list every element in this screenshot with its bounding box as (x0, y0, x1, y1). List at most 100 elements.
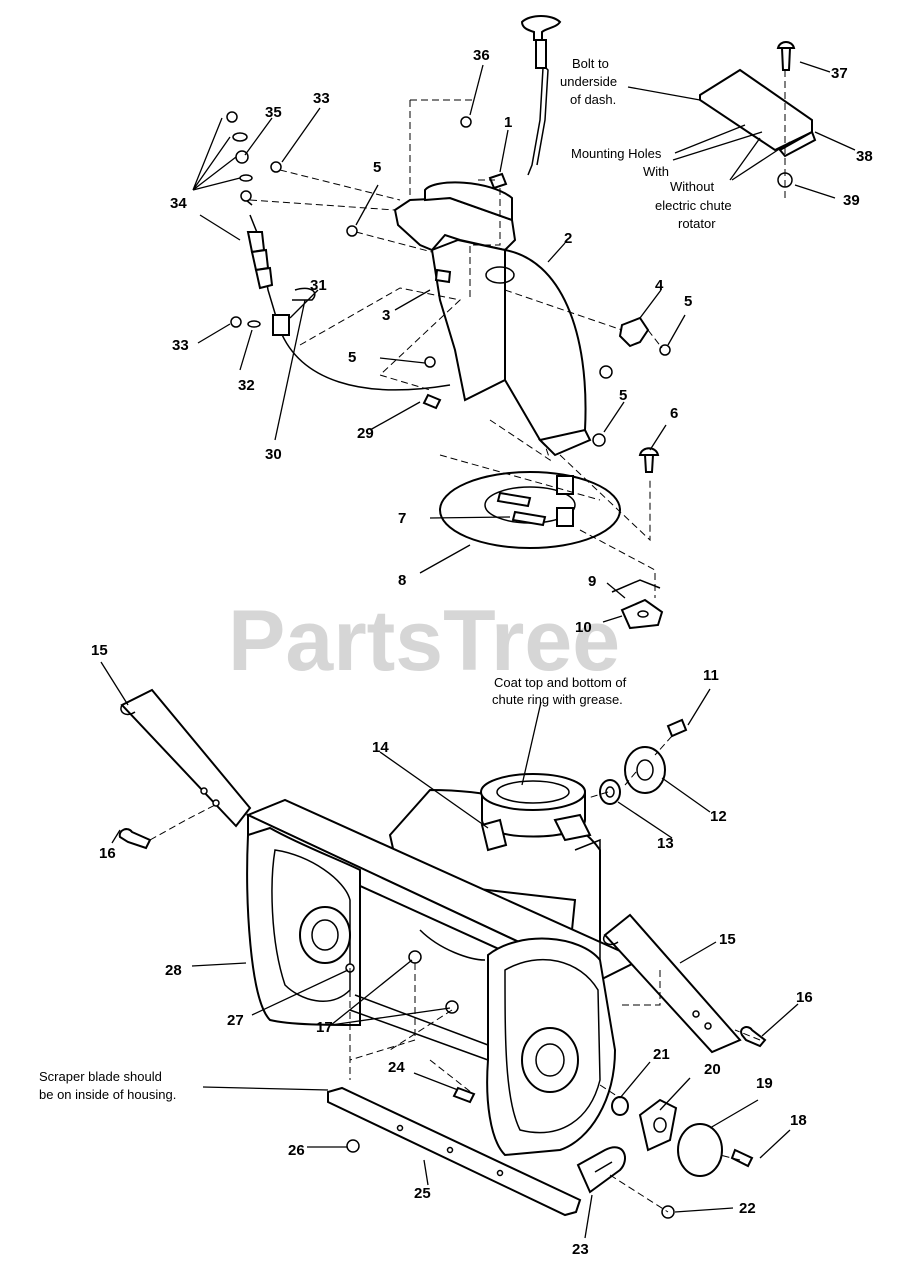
callout-24: 24 (388, 1059, 405, 1076)
note-mounting-holes: With (643, 164, 669, 179)
chute-keeper (611, 579, 664, 630)
washer (247, 320, 261, 328)
callout-9: 9 (588, 573, 596, 590)
hex-nut (270, 161, 282, 173)
hex-nut (424, 356, 436, 368)
chute-deflector (393, 181, 517, 402)
callout-35: 35 (265, 104, 282, 121)
skid-shoe (576, 1146, 626, 1194)
assembly-lines-upper (249, 70, 786, 598)
callout-27: 27 (227, 1012, 244, 1029)
hex-nut (346, 1139, 360, 1153)
bolt (422, 393, 442, 410)
chute-crank (520, 15, 562, 176)
callout-5: 5 (373, 159, 381, 176)
note-bolt-dash: Bolt to (572, 56, 609, 71)
bearing-flange-lower (611, 1096, 723, 1177)
callout-33: 33 (313, 90, 330, 107)
callout-25: 25 (414, 1185, 431, 1202)
note-without-rotator: electric chute (655, 198, 732, 213)
callout-15: 15 (719, 931, 736, 948)
callout-32: 32 (238, 377, 255, 394)
bolt-hole (704, 1022, 712, 1030)
callout-33: 33 (172, 337, 189, 354)
wing-knob (618, 316, 650, 348)
callout-21: 21 (653, 1046, 670, 1063)
callout-labels: 36 1 2 3 4 5 5 5 5 6 7 8 9 10 37 38 39 3… (91, 47, 873, 1258)
bearing-flange-upper (599, 746, 666, 805)
callout-23: 23 (572, 1241, 589, 1258)
cable-clip (292, 287, 316, 301)
callout-34: 34 (170, 195, 187, 212)
bolt (434, 268, 452, 284)
note-mounting-holes: Mounting Holes (571, 146, 662, 161)
callout-8: 8 (398, 572, 406, 589)
bolt-hole (396, 1124, 404, 1132)
callout-29: 29 (357, 425, 374, 442)
callout-38: 38 (856, 148, 873, 165)
callout-17: 17 (316, 1019, 333, 1036)
control-cable (245, 199, 451, 391)
washer (232, 132, 248, 142)
callout-3: 3 (382, 307, 390, 324)
callout-5: 5 (619, 387, 627, 404)
discharge-chute (485, 248, 592, 457)
callout-26: 26 (288, 1142, 305, 1159)
carriage-bolt (452, 1086, 476, 1104)
dash-bracket (699, 41, 817, 188)
bolt (488, 172, 508, 190)
callout-36: 36 (473, 47, 490, 64)
note-without-rotator: Without (670, 179, 714, 194)
note-bolt-dash: of dash. (570, 92, 616, 107)
note-grease: chute ring with grease. (492, 692, 623, 707)
drift-cutter-right (603, 913, 742, 1054)
leader-lines (100, 61, 856, 1239)
bolt-hole (446, 1146, 454, 1154)
hex-nut (226, 111, 238, 123)
hex-nut (230, 316, 242, 328)
bolt-hole (496, 1169, 504, 1177)
callout-11: 11 (703, 667, 719, 684)
callout-37: 37 (831, 65, 848, 82)
callout-30: 30 (265, 446, 282, 463)
callout-16: 16 (99, 845, 116, 862)
bolt (666, 718, 688, 738)
callout-4: 4 (655, 277, 664, 294)
callout-12: 12 (710, 808, 727, 825)
assembly-lines-lower (149, 735, 761, 1213)
callout-28: 28 (165, 962, 182, 979)
note-grease: Coat top and bottom of (494, 675, 627, 690)
callout-20: 20 (704, 1061, 721, 1078)
note-scraper: be on inside of housing. (39, 1087, 176, 1102)
drift-cutter-left (120, 688, 252, 828)
note-scraper: Scraper blade should (39, 1069, 162, 1084)
hex-nut (659, 344, 671, 356)
hex-nut (240, 190, 252, 202)
callout-5: 5 (684, 293, 692, 310)
carriage-bolt (740, 1026, 767, 1048)
callout-18: 18 (790, 1112, 807, 1129)
callout-13: 13 (657, 835, 674, 852)
carriage-bolt (638, 447, 660, 473)
callout-5: 5 (348, 349, 356, 366)
chute-flange-plate (439, 471, 621, 549)
callout-7: 7 (398, 510, 406, 527)
carriage-bolt (730, 1148, 754, 1168)
note-bolt-dash: underside (560, 74, 617, 89)
hex-nut (346, 225, 358, 237)
hex-nut (460, 116, 472, 128)
watermark-text: PartsTree (228, 593, 620, 689)
hex-nut (592, 433, 606, 447)
assembly-notes: Bolt to underside of dash. Mounting Hole… (39, 56, 732, 1102)
callout-6: 6 (670, 405, 678, 422)
callout-39: 39 (843, 192, 860, 209)
bolt-hole (212, 799, 220, 807)
washer (239, 174, 253, 182)
callout-15: 15 (91, 642, 108, 659)
callout-16: 16 (796, 989, 813, 1006)
auger-housing (245, 773, 643, 1157)
note-without-rotator: rotator (678, 216, 716, 231)
callout-10: 10 (575, 619, 592, 636)
